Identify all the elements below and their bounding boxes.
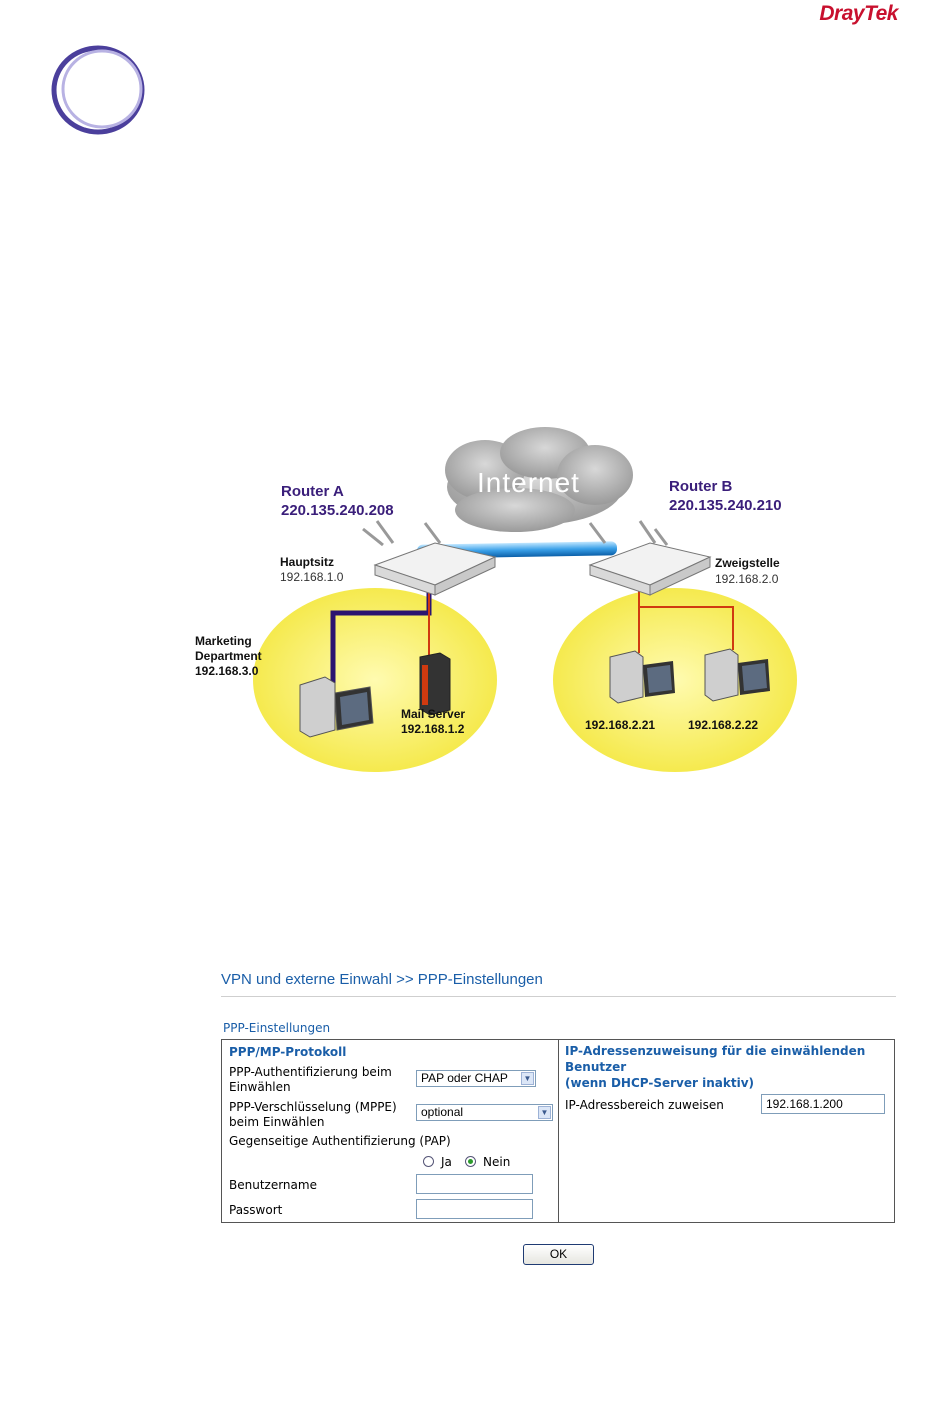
password-label: Passwort bbox=[229, 1203, 283, 1217]
auth-select[interactable]: PAP oder CHAP ▼ bbox=[416, 1070, 536, 1087]
ok-button[interactable]: OK bbox=[523, 1244, 594, 1265]
router-b-icon bbox=[588, 520, 712, 596]
chapter-ring-icon bbox=[51, 45, 145, 135]
internet-label: Internet bbox=[477, 467, 580, 498]
logo-text-tek: Tek bbox=[864, 2, 898, 25]
page-title: VPN und externe Einwahl >> PPP-Einstellu… bbox=[221, 971, 543, 988]
radio-no[interactable] bbox=[465, 1156, 476, 1167]
auth-label-line2: Einwählen bbox=[229, 1080, 291, 1094]
router-b-ip: 220.135.240.210 bbox=[669, 497, 782, 514]
router-a-title: Router A bbox=[281, 483, 344, 500]
router-a-site: Hauptsitz bbox=[280, 555, 334, 569]
mppe-select[interactable]: optional ▼ bbox=[416, 1104, 553, 1121]
ip-range-label: IP-Adressbereich zuweisen bbox=[565, 1098, 724, 1112]
ppp-mp-protocol-column: PPP/MP-Protokoll PPP-Authentifizierung b… bbox=[222, 1040, 559, 1222]
router-b-network: 192.168.2.0 bbox=[715, 572, 779, 586]
radio-no-label: Nein bbox=[483, 1155, 511, 1169]
title-divider bbox=[221, 996, 896, 997]
chevron-down-icon[interactable]: ▼ bbox=[538, 1106, 551, 1119]
ppp-settings-panel: PPP/MP-Protokoll PPP-Authentifizierung b… bbox=[221, 1039, 895, 1223]
auth-select-value: PAP oder CHAP bbox=[421, 1071, 508, 1085]
logo-text-dray: Dray bbox=[819, 2, 865, 25]
chevron-down-icon[interactable]: ▼ bbox=[521, 1072, 534, 1085]
auth-label-line1: PPP-Authentifizierung beim bbox=[229, 1065, 392, 1079]
host-pc-2-icon bbox=[704, 648, 770, 702]
router-a-icon bbox=[362, 520, 497, 596]
mppe-label-line1: PPP-Verschlüsselung (MPPE) bbox=[229, 1100, 397, 1114]
ip-assign-header-line1: IP-Adressenzuweisung für die einwählende… bbox=[565, 1044, 866, 1058]
marketing-network: 192.168.3.0 bbox=[195, 664, 259, 678]
lan-b-area bbox=[553, 588, 797, 772]
host-2-ip: 192.168.2.22 bbox=[688, 718, 759, 732]
internet-cloud-icon bbox=[445, 427, 633, 532]
radio-yes-label: Ja bbox=[441, 1155, 452, 1169]
router-a-network: 192.168.1.0 bbox=[280, 570, 344, 584]
password-input[interactable] bbox=[416, 1199, 533, 1219]
mutual-auth-label: Gegenseitige Authentifizierung (PAP) bbox=[229, 1134, 451, 1148]
mail-server-ip: 192.168.1.2 bbox=[401, 722, 465, 736]
mppe-select-value: optional bbox=[421, 1105, 464, 1119]
username-label: Benutzername bbox=[229, 1178, 317, 1192]
marketing-label-1: Marketing bbox=[195, 634, 252, 648]
ip-assign-header-line3: (wenn DHCP-Server inaktiv) bbox=[565, 1076, 754, 1090]
router-b-title: Router B bbox=[669, 478, 733, 495]
username-input[interactable] bbox=[416, 1174, 533, 1194]
cable-router-b-hosts bbox=[638, 585, 734, 650]
ppp-mp-header: PPP/MP-Protokoll bbox=[229, 1045, 347, 1059]
radio-yes[interactable] bbox=[423, 1156, 434, 1167]
host-pc-1-icon bbox=[609, 650, 675, 704]
ip-range-input[interactable]: 192.168.1.200 bbox=[761, 1094, 885, 1114]
draytek-logo: DrayTek bbox=[819, 2, 898, 26]
mppe-label-line2: beim Einwählen bbox=[229, 1115, 325, 1129]
router-a-ip: 220.135.240.208 bbox=[281, 502, 394, 519]
mail-server-name: Mail Server bbox=[401, 707, 466, 721]
lan-a-area bbox=[253, 588, 497, 772]
marketing-label-2: Department bbox=[195, 649, 262, 663]
ip-assignment-column: IP-Adressenzuweisung für die einwählende… bbox=[559, 1040, 894, 1222]
network-diagram: Internet Router A 220.135.240.208 Haupts… bbox=[185, 425, 815, 785]
host-1-ip: 192.168.2.21 bbox=[585, 718, 656, 732]
ip-assign-header-line2: Benutzer bbox=[565, 1060, 627, 1074]
section-title: PPP-Einstellungen bbox=[223, 1021, 331, 1035]
router-b-site: Zweigstelle bbox=[715, 556, 780, 570]
mail-server-icon bbox=[419, 652, 451, 716]
marketing-pc-icon bbox=[299, 676, 374, 738]
network-diagram-graphic bbox=[253, 427, 797, 772]
